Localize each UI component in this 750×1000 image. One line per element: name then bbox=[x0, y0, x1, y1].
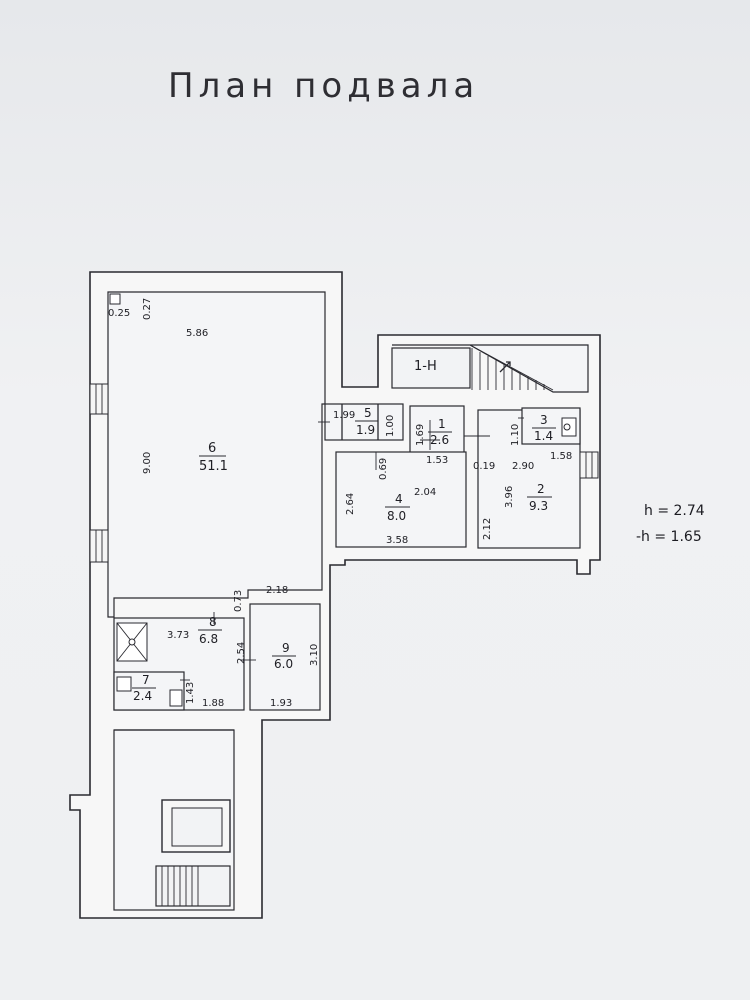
dim-0-25: 0.25 bbox=[108, 308, 130, 319]
room-5-number: 5 bbox=[364, 406, 372, 420]
dim-5-86: 5.86 bbox=[186, 328, 208, 339]
room-4-area: 8.0 bbox=[387, 509, 406, 523]
right-window bbox=[579, 451, 599, 479]
left-windows bbox=[89, 383, 109, 563]
dim-1-69: 1.69 bbox=[415, 424, 426, 446]
room-2-area: 9.3 bbox=[529, 499, 548, 513]
room-9-area: 6.0 bbox=[274, 657, 293, 671]
dim-2-18: 2.18 bbox=[266, 585, 288, 596]
toilet-icon bbox=[561, 417, 577, 437]
room-7-area: 2.4 bbox=[133, 689, 152, 703]
room-4-number: 4 bbox=[395, 492, 403, 506]
dim-3-58: 3.58 bbox=[386, 535, 408, 546]
dim-2-54: 2.54 bbox=[236, 642, 247, 664]
dim-1-10: 1.10 bbox=[510, 424, 521, 446]
dim-0-73: 0.73 bbox=[233, 590, 244, 612]
room-labels: 6 51.1 5 1.9 1 2.6 3 1.4 4 8.0 2 9.3 8 6… bbox=[132, 406, 556, 703]
room-5-area: 1.9 bbox=[356, 423, 375, 437]
washbasin-icon bbox=[116, 676, 183, 707]
room-9-number: 9 bbox=[282, 641, 290, 655]
dim-9-00: 9.00 bbox=[142, 452, 153, 474]
dim-0-27: 0.27 bbox=[142, 298, 153, 320]
dim-3-73: 3.73 bbox=[167, 630, 189, 641]
room-1-number: 1 bbox=[438, 417, 446, 431]
dim-1-53: 1.53 bbox=[426, 455, 448, 466]
room-8-number: 8 bbox=[209, 615, 217, 629]
room-6-area: 51.1 bbox=[199, 459, 228, 474]
shower-icon bbox=[116, 622, 148, 662]
lower-stairwell bbox=[113, 729, 235, 911]
dim-1-58: 1.58 bbox=[550, 451, 572, 462]
dim-2-12: 2.12 bbox=[482, 518, 493, 540]
room-1-area: 2.6 bbox=[430, 433, 449, 447]
dim-2-04: 2.04 bbox=[414, 487, 436, 498]
dim-3-10: 3.10 bbox=[309, 644, 320, 666]
room-3-number: 3 bbox=[540, 413, 548, 427]
dim-1-93: 1.93 bbox=[270, 698, 292, 709]
dim-0-19: 0.19 bbox=[473, 461, 495, 472]
dim-0-69: 0.69 bbox=[378, 458, 389, 480]
room-2-number: 2 bbox=[537, 482, 545, 496]
dim-1-00: 1.00 bbox=[385, 415, 396, 437]
dim-2-64: 2.64 bbox=[345, 493, 356, 515]
room-9 bbox=[249, 603, 321, 711]
dimension-labels: 0.25 0.27 5.86 9.00 1.99 1.00 1.69 1.53 … bbox=[108, 298, 572, 709]
room-6-number: 6 bbox=[208, 441, 216, 456]
room-7-number: 7 bbox=[142, 673, 150, 687]
corner-column bbox=[109, 293, 121, 305]
dim-3-96: 3.96 bbox=[504, 486, 515, 508]
dim-1-88: 1.88 bbox=[202, 698, 224, 709]
dim-2-90: 2.90 bbox=[512, 461, 534, 472]
plan-title: План подвала bbox=[168, 66, 480, 106]
room-8-area: 6.8 bbox=[199, 632, 218, 646]
dim-1-99: 1.99 bbox=[333, 410, 355, 421]
ceiling-height-label: h = 2.74 bbox=[644, 503, 705, 519]
stair-1n: 1-Н bbox=[391, 344, 589, 393]
dim-1-43: 1.43 bbox=[185, 682, 196, 704]
stair-label: 1-Н bbox=[414, 359, 437, 374]
room-4 bbox=[335, 451, 467, 548]
room-3-area: 1.4 bbox=[534, 429, 553, 443]
sunken-height-label: -h = 1.65 bbox=[636, 529, 702, 545]
